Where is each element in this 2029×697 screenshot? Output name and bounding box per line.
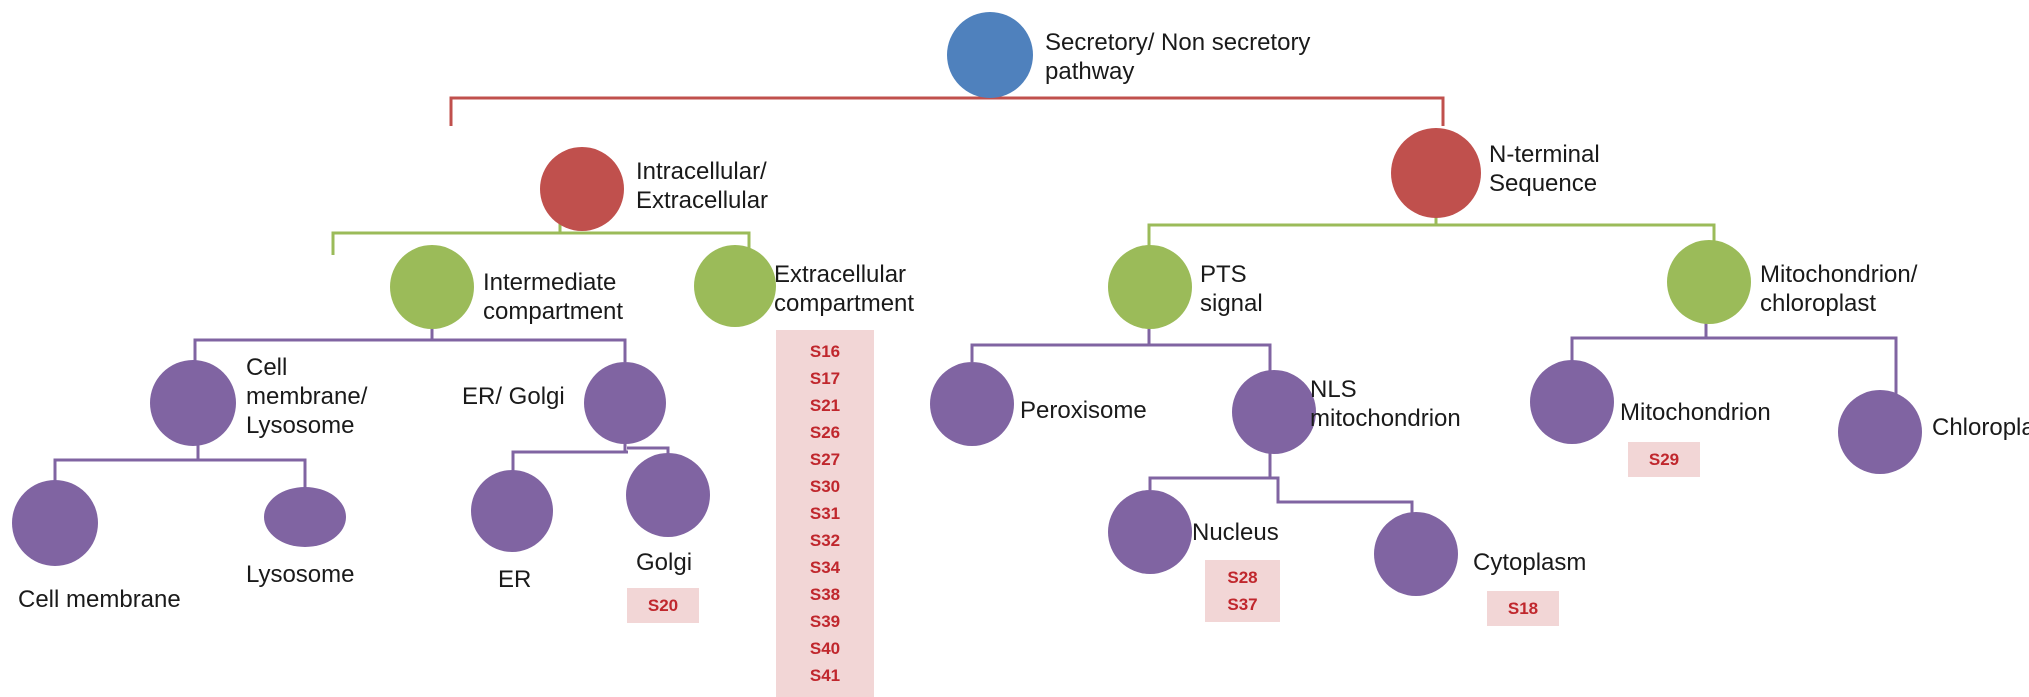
mitochondrion-label: Mitochondrion <box>1620 399 1771 426</box>
badge-entry: S21 <box>809 396 841 415</box>
cytoplasm-label: Cytoplasm <box>1473 549 1587 576</box>
nucleus-label: Nucleus <box>1192 519 1279 546</box>
mitochondrion-badge: S29 <box>1628 442 1700 477</box>
badge-entry: S40 <box>809 639 841 658</box>
er-golgi-node <box>584 362 666 444</box>
lysosome-node <box>264 487 346 547</box>
golgi-badge: S20 <box>627 588 699 623</box>
badge-entry: S31 <box>809 504 841 523</box>
pts-signal-node <box>1108 245 1192 329</box>
er-node <box>471 470 553 552</box>
cytoplasm-node <box>1374 512 1458 596</box>
nls-mitochondrion-node <box>1232 370 1316 454</box>
badge-entry: S20 <box>647 596 679 615</box>
lysosome-label: Lysosome <box>246 561 355 588</box>
connector-nls <box>1148 450 1414 515</box>
golgi-node <box>626 453 710 537</box>
nucleus-node <box>1108 490 1192 574</box>
peroxisome-node <box>930 362 1014 446</box>
er-label: ER <box>498 566 532 593</box>
cytoplasm-badge: S18 <box>1487 591 1559 626</box>
badge-entry: S16 <box>809 342 841 361</box>
extracellular-compartment-node <box>694 245 776 327</box>
badge-entry: S30 <box>809 477 841 496</box>
badge-entry: S34 <box>809 558 841 577</box>
badge-entry: S18 <box>1507 599 1539 618</box>
intermediate-compartment-node <box>390 245 474 329</box>
root-node <box>947 12 1033 98</box>
n-terminal-node <box>1391 128 1481 218</box>
peroxisome-label: Peroxisome <box>1020 397 1147 424</box>
badge-entry: S28 <box>1227 568 1258 587</box>
intracellular-extracellular-label: Intracellular/Extracellular <box>636 158 769 214</box>
badge-entry: S37 <box>1227 595 1258 614</box>
intracellular-extracellular-node <box>540 147 624 231</box>
mitochondrion-chloroplast-label: Mitochondrion/chloroplast <box>1760 261 1918 317</box>
chloroplast-node <box>1838 390 1922 474</box>
mitochondrion-node <box>1530 360 1614 444</box>
badge-entry: S32 <box>809 531 841 550</box>
badge-entry: S27 <box>809 450 841 469</box>
mitochondrion-chloroplast-node <box>1667 240 1751 324</box>
connector-mito-chloro <box>1570 313 1898 398</box>
badge-entry: S26 <box>809 423 841 442</box>
badge-entry: S41 <box>809 666 841 685</box>
connector-cell-mem-lyso <box>53 440 307 488</box>
cell-membrane-node <box>12 480 98 566</box>
badge-entry: S29 <box>1648 450 1680 469</box>
nucleus-badge: S28 S37 <box>1205 560 1280 622</box>
er-golgi-label: ER/ Golgi <box>462 383 565 410</box>
cell-membrane-label: Cell membrane <box>18 586 181 613</box>
golgi-label: Golgi <box>636 549 693 576</box>
cell-membrane-lysosome-node <box>150 360 236 446</box>
connector-pts <box>970 313 1272 375</box>
badge-entry: S17 <box>809 369 841 388</box>
badge-entry: S38 <box>809 585 841 604</box>
extracellular-badge: S16 S17 S21 S26 S27 S30 S31 S32 S34 S38 … <box>776 330 874 697</box>
chloroplast-label: Chloroplast <box>1932 414 2029 441</box>
badge-entry: S39 <box>809 612 841 631</box>
